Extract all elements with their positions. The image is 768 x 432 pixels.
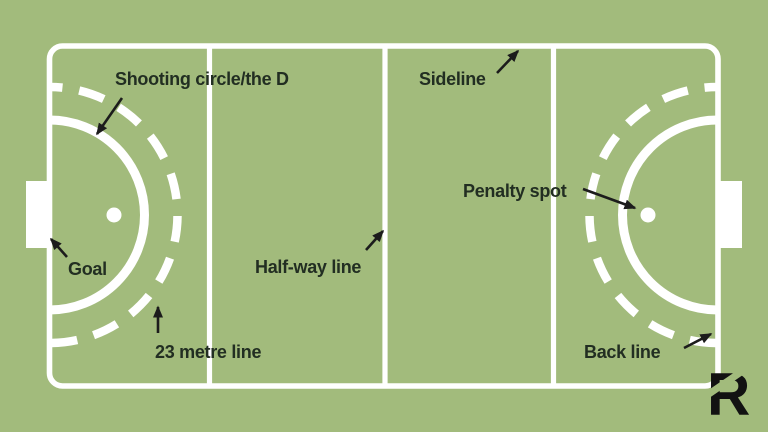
right-dashed-arc [585,82,718,348]
right-shooting-circle-arc [618,115,718,315]
right-goal [716,181,742,248]
brand-logo-slash [701,367,746,401]
shooting-circle-arrow-icon [95,97,124,136]
back-line-label: Back line [584,342,661,362]
half-way-line-label: Half-way line [255,257,361,277]
brand-logo: R [701,361,750,428]
left-goal [26,181,52,248]
penalty-spot-arrow-icon [582,187,637,210]
half-way-line-arrow-icon [365,229,385,251]
shooting-circle-label: Shooting circle/the D [115,69,289,89]
goal-label: Goal [68,259,107,279]
23-metre-line-label: 23 metre line [155,342,261,362]
goal-arrow-icon [50,237,68,258]
back-line-arrow-icon [683,332,713,350]
right-penalty-spot [640,207,656,223]
penalty-spot-label: Penalty spot [463,181,567,201]
left-shooting-circle-arc [49,115,149,315]
left-dashed-arc [49,82,182,348]
sideline-arrow-icon [496,49,520,74]
sideline-label: Sideline [419,69,486,89]
left-penalty-spot [106,207,122,223]
